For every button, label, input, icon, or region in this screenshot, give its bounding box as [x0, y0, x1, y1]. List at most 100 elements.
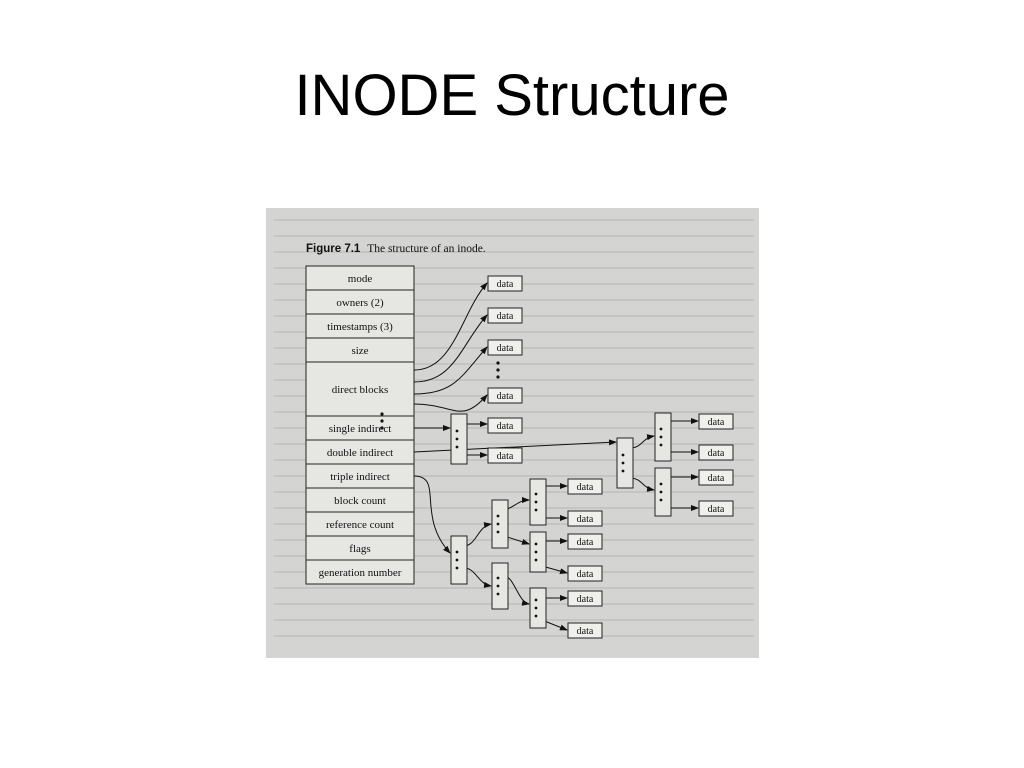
inode-field-label: owners (2) [336, 297, 384, 309]
inode-field-label: triple indirect [330, 471, 390, 483]
data-block-label: data [577, 482, 594, 493]
data-block-label: data [708, 448, 725, 459]
inode-row [305, 463, 415, 489]
data-block-label: data [497, 279, 514, 290]
data-block-label: data [497, 451, 514, 462]
inode-row [305, 289, 415, 315]
index-block [450, 413, 468, 465]
data-block-label: data [497, 421, 514, 432]
inode-row [305, 559, 415, 585]
ellipsis-dot [621, 461, 625, 465]
inode-field-label: direct blocks [332, 384, 389, 396]
inode-figure: Figure 7.1 The structure of an inode. mo… [266, 208, 759, 658]
ellipsis-dot [534, 614, 538, 618]
ellipsis-dot [534, 598, 538, 602]
ellipsis-dot [659, 482, 663, 486]
data-block-label: data [497, 311, 514, 322]
ellipsis-dot [496, 514, 500, 518]
inode-row [305, 337, 415, 363]
data-block [698, 444, 734, 461]
data-block-label: data [708, 473, 725, 484]
data-block-label: data [577, 537, 594, 548]
ellipsis-dot [380, 419, 384, 423]
ellipsis-dot [496, 522, 500, 526]
inode-diagram: Figure 7.1 The structure of an inode. mo… [274, 219, 754, 639]
figure-caption-number: Figure 7.1 [306, 243, 361, 255]
index-block [491, 562, 509, 610]
svg-text:Figure 7.1 The structure: Figure 7.1 The structure of an inode. [306, 243, 486, 255]
ellipsis-dot [534, 500, 538, 504]
inode-field-label: double indirect [327, 447, 393, 459]
ellipsis-dot [496, 530, 500, 534]
ellipsis-dot [621, 453, 625, 457]
ellipsis-dot [534, 558, 538, 562]
ellipsis-dot [534, 542, 538, 546]
data-block [487, 339, 523, 356]
data-block-label: data [708, 417, 725, 428]
data-block-label: data [577, 569, 594, 580]
ellipsis-dot [496, 576, 500, 580]
data-block-label: data [577, 514, 594, 525]
data-block-label: data [577, 594, 594, 605]
data-block [487, 387, 523, 404]
ellipsis-dot [496, 375, 500, 379]
ellipsis-dot [534, 508, 538, 512]
data-block [567, 590, 603, 607]
figure-caption-text: The structure of an inode. [367, 243, 486, 255]
ellipsis-dot [534, 606, 538, 610]
index-block [529, 531, 547, 573]
ellipsis-dot [455, 429, 459, 433]
data-block [487, 275, 523, 292]
index-block [654, 467, 672, 517]
data-block [487, 417, 523, 434]
data-block [698, 500, 734, 517]
ellipsis-dot [380, 412, 384, 416]
ellipsis-dot [659, 490, 663, 494]
inode-row [305, 535, 415, 561]
data-block-label: data [497, 343, 514, 354]
data-block [698, 413, 734, 430]
inode-row [305, 487, 415, 513]
index-block [529, 587, 547, 629]
ellipsis-dot [496, 368, 500, 372]
inode-field-label: mode [348, 273, 373, 285]
data-block [487, 447, 523, 464]
inode-table: mode owners (2) timestamps (3) size direct b… [305, 265, 415, 585]
data-block [567, 533, 603, 550]
index-block [529, 478, 547, 526]
inode-field-label: size [351, 345, 368, 357]
ellipsis-dot [659, 443, 663, 447]
ellipsis-dot [496, 361, 500, 365]
ellipsis-dot [380, 426, 384, 430]
index-block [616, 437, 634, 489]
ellipsis-dot [455, 558, 459, 562]
slide-title: INODE Structure [294, 63, 730, 128]
ellipsis-dot [455, 445, 459, 449]
inode-field-label: generation number [319, 567, 402, 579]
index-block [450, 535, 468, 585]
index-block [654, 412, 672, 462]
ellipsis-dot [659, 435, 663, 439]
data-block [567, 622, 603, 639]
data-block-label: data [497, 391, 514, 402]
inode-field-label: reference count [326, 519, 394, 531]
inode-field-label: single indirect [329, 423, 392, 435]
ellipsis-dot [659, 498, 663, 502]
data-block [487, 307, 523, 324]
ellipsis-dot [621, 469, 625, 473]
data-block-label: data [577, 626, 594, 637]
inode-row [305, 313, 415, 339]
ellipsis-dot [659, 427, 663, 431]
ellipsis-dot [534, 550, 538, 554]
data-block [698, 469, 734, 486]
inode-field-label: timestamps (3) [327, 321, 393, 333]
inode-row [305, 265, 415, 291]
ellipsis-dot [534, 492, 538, 496]
ellipsis-dot [496, 592, 500, 596]
data-block-label: data [708, 504, 725, 515]
ellipsis-dot [496, 584, 500, 588]
data-block [567, 510, 603, 527]
data-block [567, 565, 603, 582]
inode-field-label: block count [334, 495, 386, 507]
ellipsis-dot [455, 437, 459, 441]
